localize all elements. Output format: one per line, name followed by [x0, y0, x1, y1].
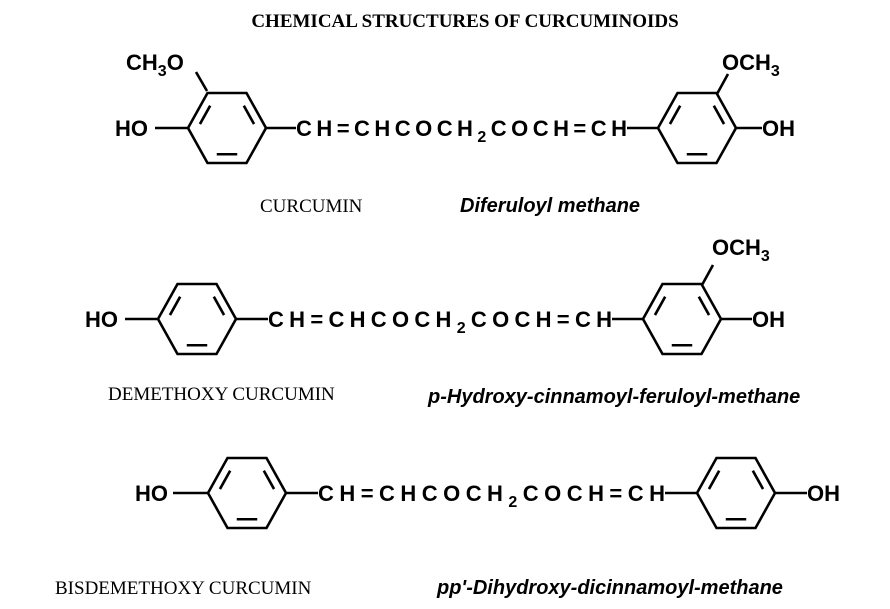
methoxy-group-left: CH3O	[126, 50, 184, 80]
ring-double-bond	[707, 470, 721, 490]
ring-outline	[206, 456, 288, 530]
hydroxyl-group-right: OH	[762, 116, 795, 141]
methoxy-group-right: OCH3	[722, 50, 780, 80]
ring-double-bond	[262, 470, 276, 490]
compound-synonym: p-Hydroxy-cinnamoyl-feruloyl-methane	[427, 386, 800, 408]
ring-outline	[156, 282, 238, 356]
ring-outline	[695, 456, 777, 530]
ring-double-bond	[242, 105, 256, 125]
ring-double-bond	[697, 296, 711, 316]
compound-name: BISDEMETHOXY CURCUMIN	[55, 578, 312, 599]
ring-double-bond	[751, 470, 765, 490]
benzene-ring	[641, 282, 723, 356]
hydroxyl-group-left: HO	[135, 481, 168, 506]
benzene-ring	[186, 91, 268, 165]
benzene-ring	[206, 456, 288, 530]
hydroxyl-group-right: OH	[752, 307, 785, 332]
ring-double-bond	[168, 296, 182, 316]
ring-double-bond	[198, 105, 212, 125]
hydroxyl-group-left: HO	[115, 116, 148, 141]
ring-double-bond	[712, 105, 726, 125]
ring-double-bond	[218, 470, 232, 490]
hydroxyl-group-right: OH	[807, 481, 840, 506]
ring-outline	[641, 282, 723, 356]
ring-outline	[186, 91, 268, 165]
benzene-ring	[156, 282, 238, 356]
compound-name: CURCUMIN	[260, 196, 363, 217]
ring-double-bond	[668, 105, 682, 125]
ring-double-bond	[212, 296, 226, 316]
diagram-title: CHEMICAL STRUCTURES OF CURCUMINOIDS	[251, 11, 678, 32]
compound-name: DEMETHOXY CURCUMIN	[108, 384, 335, 405]
compound-synonym: pp'-Dihydroxy-dicinnamoyl-methane	[436, 577, 783, 599]
compound-synonym: Diferuloyl methane	[460, 195, 640, 217]
hydroxyl-group-left: HO	[85, 307, 118, 332]
ring-outline	[656, 91, 738, 165]
ring-double-bond	[653, 296, 667, 316]
methoxy-group-right: OCH3	[712, 235, 770, 265]
benzene-ring	[695, 456, 777, 530]
benzene-ring	[656, 91, 738, 165]
